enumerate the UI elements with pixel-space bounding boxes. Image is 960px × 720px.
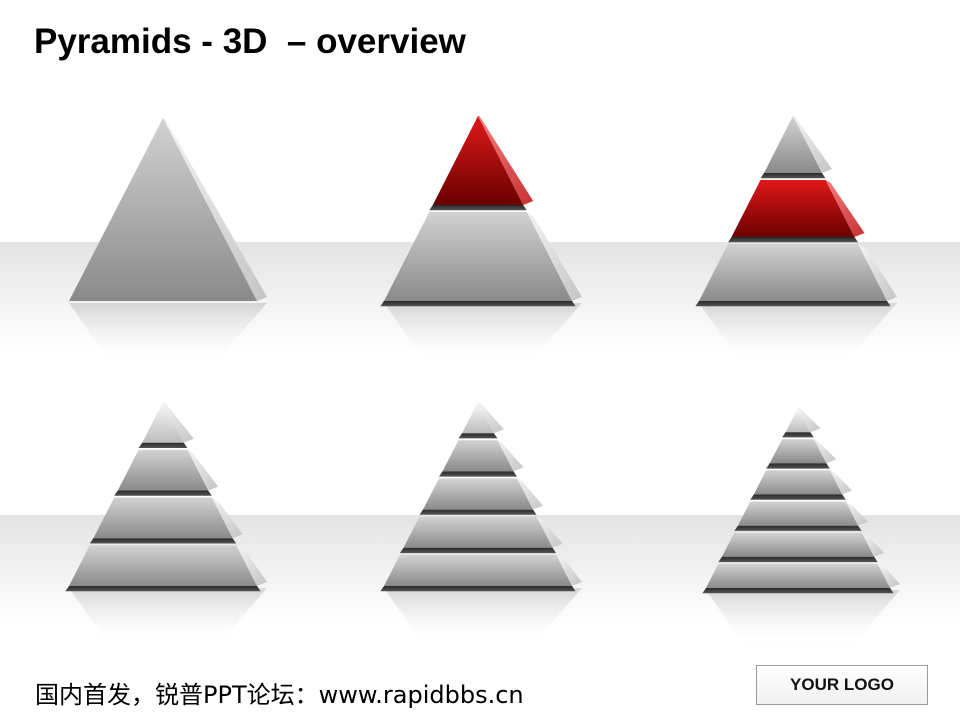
layer-front-face: [432, 116, 524, 205]
pyramid-2: [380, 116, 582, 363]
layer-ledge-shadow: [439, 471, 517, 477]
layer-front-face: [753, 470, 843, 495]
layer-ledge-shadow: [429, 205, 527, 211]
pyramid-4: [65, 402, 267, 648]
layer-front-face: [442, 440, 514, 472]
pyramid-reflection: [69, 588, 267, 648]
layer-side-face: [497, 440, 524, 472]
layer-front-face: [785, 408, 811, 433]
pyramid-layer: [114, 449, 219, 496]
pyramid-layer: [419, 478, 543, 515]
pyramid-reflection: [69, 303, 267, 363]
layer-front-face: [93, 497, 233, 539]
layer-side-face: [517, 478, 543, 510]
pyramid-layer: [458, 402, 504, 439]
layer-ledge-shadow: [750, 494, 846, 500]
layer-ledge-shadow: [138, 442, 188, 448]
layer-side-face: [825, 180, 865, 237]
layer-side-face: [793, 116, 832, 173]
layer-side-face: [536, 516, 563, 548]
pyramid-layer: [380, 212, 582, 307]
layer-ledge-shadow: [728, 237, 858, 243]
pyramid-reflection: [706, 590, 900, 650]
layer-ledge-shadow: [65, 586, 261, 592]
pyramid-layer: [439, 440, 524, 477]
layer-ledge-shadow: [380, 301, 576, 307]
layer-front-face: [403, 516, 553, 548]
layer-front-face: [769, 439, 827, 464]
layer-side-face: [829, 470, 853, 495]
layer-side-face: [478, 402, 504, 434]
pyramid-6: [702, 408, 900, 650]
pyramid-layer: [69, 118, 267, 301]
layer-side-face: [858, 244, 897, 301]
layer-side-face: [236, 545, 267, 586]
layer-front-face: [117, 449, 209, 491]
layer-ledge-shadow: [399, 547, 557, 554]
layer-front-face: [737, 501, 859, 526]
layer-ledge-shadow: [695, 301, 891, 307]
layer-front-face: [423, 478, 533, 510]
highlighted-layer: [728, 180, 865, 243]
layer-ledge-shadow: [766, 463, 830, 469]
layer-ledge-shadow: [114, 490, 212, 496]
pyramid-layer: [65, 545, 267, 592]
layer-ledge-shadow: [718, 556, 878, 563]
pyramid-3: [695, 116, 897, 363]
pyramid-1: [69, 118, 267, 363]
pyramid-layer: [89, 497, 243, 544]
layer-side-face: [813, 439, 837, 464]
layer-side-face: [861, 532, 885, 557]
layer-front-face: [69, 118, 257, 301]
pyramid-layer: [760, 116, 832, 179]
pyramid-layer: [702, 563, 900, 594]
pyramid-layer: [750, 470, 853, 500]
layer-side-face: [478, 116, 534, 205]
pyramid-layer: [695, 244, 897, 307]
layer-ledge-shadow: [734, 525, 862, 531]
layer-side-face: [877, 563, 900, 588]
layer-side-face: [845, 501, 869, 526]
layer-side-face: [556, 554, 582, 586]
layer-ledge-shadow: [782, 432, 814, 438]
layer-side-face: [526, 212, 582, 301]
pyramid-layer: [380, 554, 582, 592]
layer-front-face: [142, 402, 184, 443]
pyramid-layer: [766, 439, 837, 469]
layer-side-face: [163, 402, 194, 443]
pyramid-layer: [399, 516, 563, 554]
layer-front-face: [462, 402, 494, 434]
layer-side-face: [163, 118, 267, 301]
layer-front-face: [731, 180, 855, 237]
layer-ledge-shadow: [760, 173, 826, 179]
pyramid-layer: [718, 532, 885, 563]
footer-text: 国内首发，锐普PPT论坛：www.rapidbbs.cn: [35, 681, 524, 709]
layer-front-face: [706, 563, 890, 588]
layer-front-face: [384, 212, 572, 301]
logo-placeholder: YOUR LOGO: [756, 665, 928, 705]
layer-side-face: [211, 497, 243, 539]
layer-ledge-shadow: [380, 586, 576, 592]
pyramid-layer: [138, 402, 194, 448]
layer-front-face: [69, 545, 257, 586]
pyramid-layer: [734, 501, 869, 531]
layer-front-face: [764, 116, 822, 173]
layer-front-face: [384, 554, 572, 586]
layer-front-face: [721, 532, 875, 557]
layer-front-face: [699, 244, 887, 301]
pyramid-reflection: [699, 303, 897, 363]
layer-ledge-shadow: [458, 433, 498, 439]
layer-ledge-shadow: [702, 588, 894, 594]
slide-title: Pyramids - 3D – overview: [34, 22, 466, 61]
highlighted-layer: [429, 116, 534, 211]
pyramid-5: [380, 402, 582, 648]
layer-side-face: [187, 449, 219, 491]
layer-side-face: [798, 408, 821, 433]
layer-ledge-shadow: [89, 538, 237, 544]
pyramid-reflection: [384, 303, 582, 363]
pyramid-reflection: [384, 588, 582, 648]
layer-ledge-shadow: [419, 509, 537, 515]
pyramid-layer: [782, 408, 821, 438]
